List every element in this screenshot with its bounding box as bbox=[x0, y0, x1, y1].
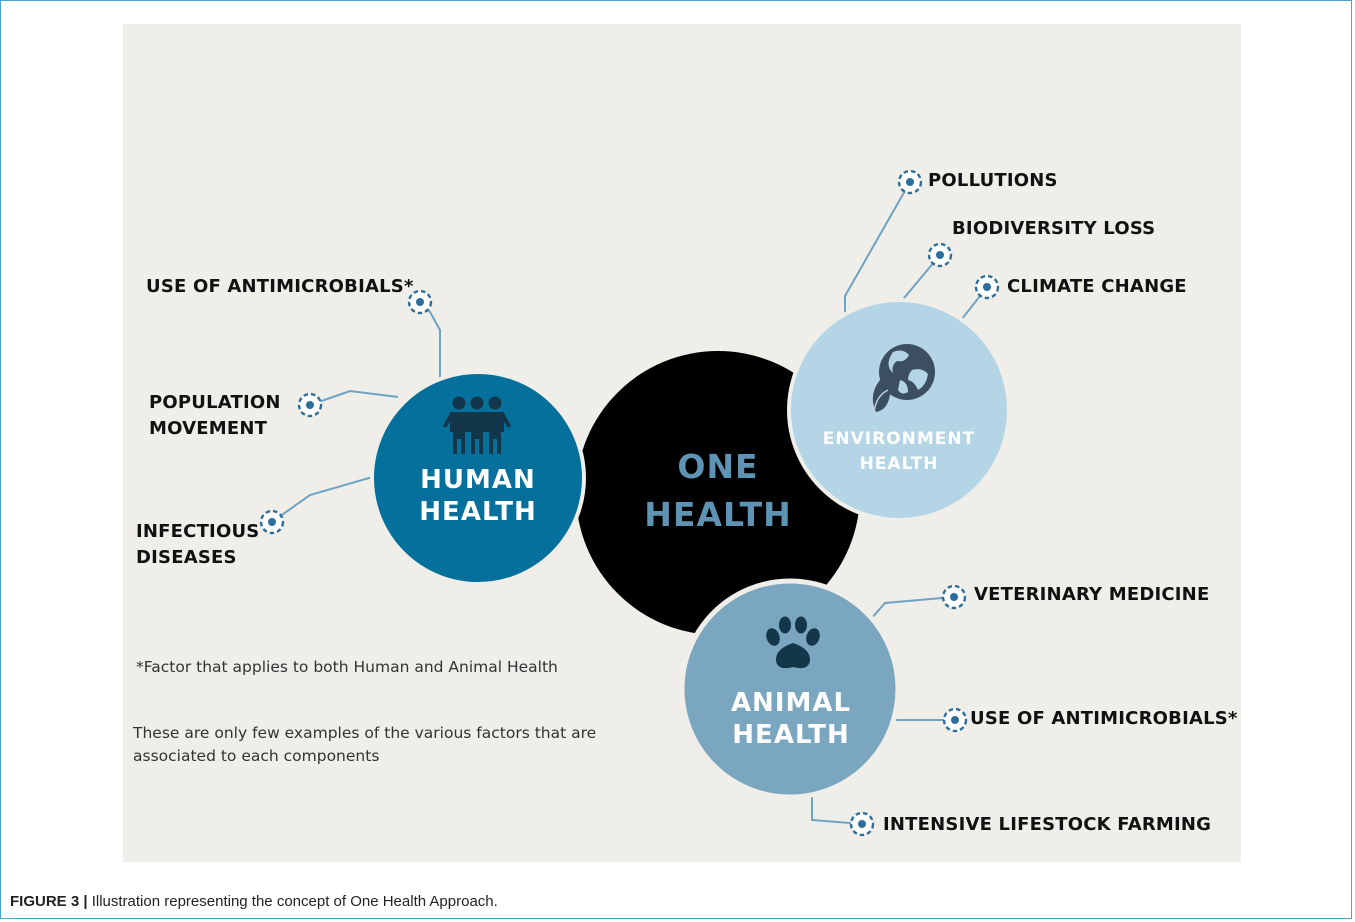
animal-health-circle bbox=[679, 578, 901, 800]
factor-infectious-line1: INFECTIOUS bbox=[136, 521, 260, 542]
one-health-line2: HEALTH bbox=[644, 495, 792, 534]
marker-icon bbox=[941, 584, 967, 610]
globe-leaf-icon bbox=[872, 344, 935, 413]
connector-human-antimicrobials bbox=[419, 301, 441, 378]
animal-health-title: ANIMAL HEALTH bbox=[691, 687, 891, 751]
factor-human-antimicrobials: USE OF ANTIMICROBIALS* bbox=[146, 276, 414, 297]
one-health-title: ONE HEALTH bbox=[618, 443, 818, 539]
factor-pollutions: POLLUTIONS bbox=[928, 170, 1058, 191]
factor-infectious-line2: DISEASES bbox=[136, 547, 237, 568]
connector-animal-farming bbox=[811, 788, 863, 825]
environment-health-line1: ENVIRONMENT bbox=[822, 429, 976, 449]
marker-icon bbox=[897, 169, 923, 195]
marker-icon bbox=[974, 274, 1000, 300]
environment-health-circle bbox=[787, 298, 1011, 522]
factor-intensive-farming: INTENSIVE LIFESTOCK FARMING bbox=[883, 814, 1212, 835]
human-health-line1: HUMAN bbox=[420, 465, 536, 495]
connector-human-population bbox=[309, 389, 399, 406]
footnote: *Factor that applies to both Human and A… bbox=[136, 658, 558, 676]
people-group-icon bbox=[443, 396, 511, 454]
marker-icon bbox=[849, 811, 875, 837]
factor-population-line2: MOVEMENT bbox=[149, 418, 268, 439]
environment-health-line2: HEALTH bbox=[859, 454, 939, 474]
examples-note: These are only few examples of the vario… bbox=[133, 724, 597, 765]
figure-caption-text: Illustration representing the concept of… bbox=[87, 893, 498, 910]
marker-icon bbox=[927, 242, 953, 268]
human-health-line2: HEALTH bbox=[419, 497, 537, 527]
marker-icon bbox=[942, 707, 968, 733]
animal-health-line1: ANIMAL bbox=[730, 688, 852, 718]
marker-icon bbox=[259, 509, 285, 535]
connector-animal-veterinary bbox=[869, 596, 955, 621]
figure-caption: FIGURE 3 | Illustration representing the… bbox=[10, 893, 498, 910]
factor-climate-change: CLIMATE CHANGE bbox=[1007, 276, 1187, 297]
animal-health-line2: HEALTH bbox=[732, 720, 850, 750]
human-health-title: HUMAN HEALTH bbox=[378, 464, 578, 528]
factor-biodiversity-loss: BIODIVERSITY LOSS bbox=[952, 218, 1156, 239]
environment-health-title: ENVIRONMENT HEALTH bbox=[799, 427, 999, 477]
factor-population-line1: POPULATION bbox=[149, 392, 281, 413]
factor-animal-antimicrobials: USE OF ANTIMICROBIALS* bbox=[970, 708, 1238, 729]
paw-icon bbox=[766, 616, 820, 669]
figure-caption-label: FIGURE 3 | bbox=[10, 893, 88, 910]
factor-veterinary-medicine: VETERINARY MEDICINE bbox=[974, 584, 1210, 605]
one-health-line1: ONE bbox=[677, 447, 759, 486]
human-health-circle bbox=[370, 370, 586, 586]
connector-human-infectious bbox=[271, 475, 377, 523]
marker-icon bbox=[297, 392, 323, 418]
